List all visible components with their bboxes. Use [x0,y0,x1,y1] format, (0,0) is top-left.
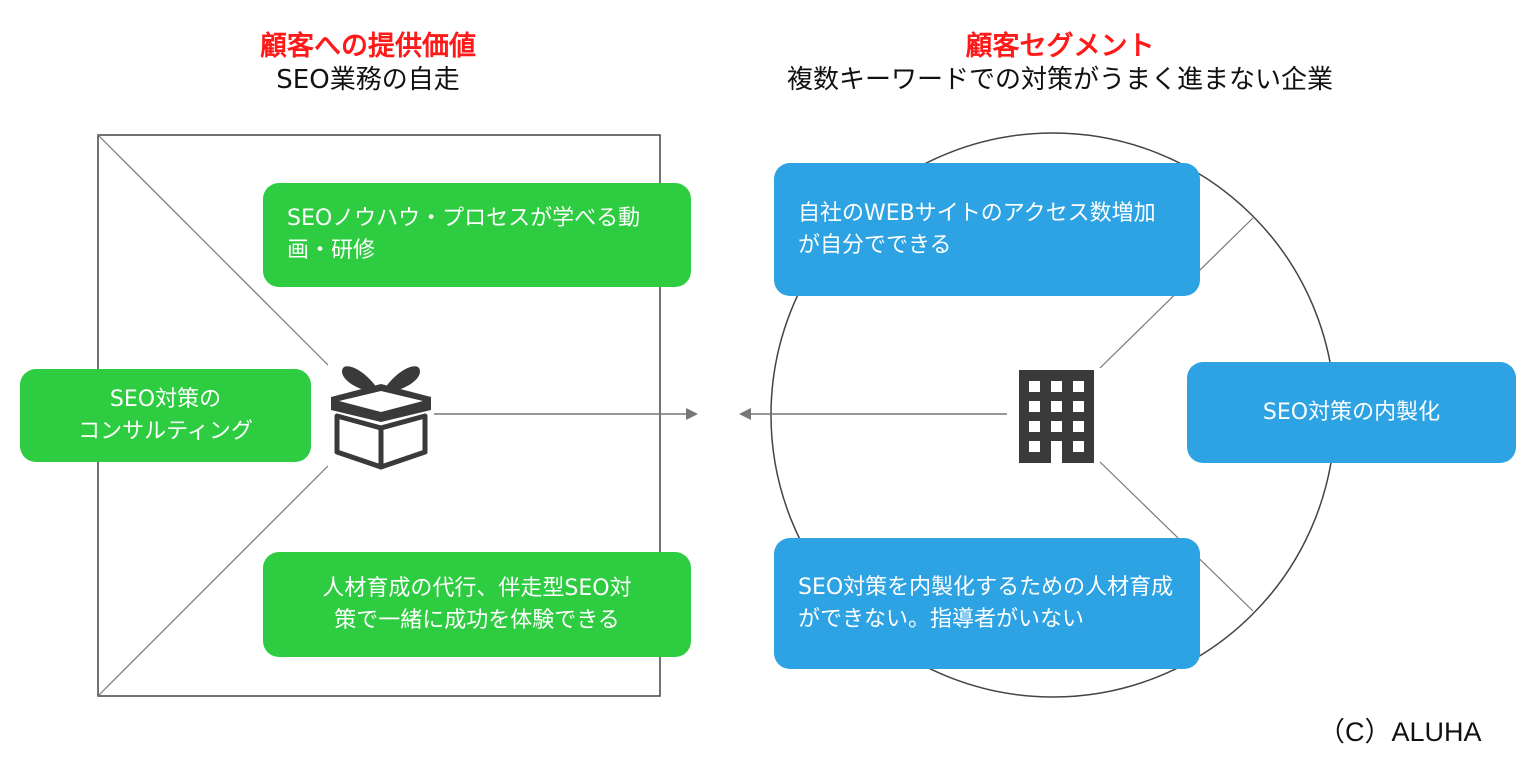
website-access-text: 自社のWEBサイトのアクセス数増加が自分でできる [798,200,1156,258]
frame-diagonal-top [97,134,329,366]
value-proposition-title: SEO業務の自走 [276,64,460,95]
no-mentor-box: SEO対策を内製化するための人材育成ができない。指導者がいない [774,538,1200,669]
circle-divider-bottom [1099,461,1254,612]
seo-howto-video-box: SEOノウハウ・プロセスが学べる動画・研修 [263,183,691,287]
talent-training-line-1: 人材育成の代行、伴走型SEO対 [322,575,632,601]
no-mentor-text: SEO対策を内製化するための人材育成ができない。指導者がいない [798,574,1174,632]
website-access-box: 自社のWEBサイトのアクセス数増加が自分でできる [774,163,1200,296]
value-proposition-label: 顧客への提供価値 [260,31,476,62]
seo-inhouse-text: SEO対策の内製化 [1262,399,1441,425]
talent-training-line-2: 策で一緒に成功を体験できる [334,607,620,633]
customer-segment-label: 顧客セグメント [965,31,1155,62]
seo-consulting-box: SEO対策の コンサルティング [20,369,311,462]
customer-segment-title: 複数キーワードでの対策がうまく進まない企業 [786,64,1333,95]
copyright-notice: （C）ALUHA [1318,717,1482,747]
seo-inhouse-box: SEO対策の内製化 [1187,362,1516,463]
gift-box-icon [331,366,431,470]
value-proposition-heading: 顧客への提供価値 SEO業務の自走 [178,30,558,96]
seo-consulting-line-2: コンサルティング [78,418,253,444]
talent-training-box: 人材育成の代行、伴走型SEO対 策で一緒に成功を体験できる [263,552,691,657]
frame-diagonal-bottom [97,465,329,697]
arrowhead-left [739,408,751,420]
office-building-icon [1019,370,1094,463]
customer-segment-heading: 顧客セグメント 複数キーワードでの対策がうまく進まない企業 [730,30,1390,96]
seo-howto-video-text: SEOノウハウ・プロセスが学べる動画・研修 [287,206,641,263]
arrowhead-right [686,408,698,420]
seo-consulting-line-1: SEO対策の [109,386,222,412]
